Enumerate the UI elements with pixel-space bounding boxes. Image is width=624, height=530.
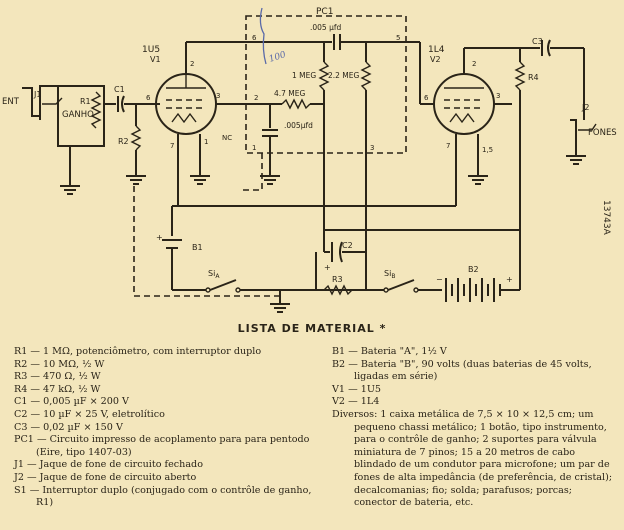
switch-s1a	[209, 279, 237, 291]
c005-top-label: .005 µfd	[310, 23, 341, 32]
capacitor-c2-plate-b	[339, 241, 343, 263]
ganho-label: GANHO	[62, 110, 94, 120]
pin-label: 3	[216, 92, 220, 100]
list-item: R3 — 470 Ω, ½ W	[14, 371, 101, 383]
list-item: C3 — 0,02 µF × 150 V	[14, 421, 123, 433]
c2-plus-sign: +	[324, 263, 331, 272]
jack-j2	[570, 119, 597, 156]
s1b-label: SiB	[384, 269, 395, 280]
list-item: R1 — 1 MΩ, potenciômetro, com interrupto…	[14, 346, 262, 357]
s1a-label: SiA	[208, 269, 220, 280]
pin-label: 6	[424, 94, 429, 102]
list-item: C1 — 0,005 µF × 200 V	[14, 396, 129, 408]
pin-label: 6	[146, 94, 151, 102]
r3-label: R3	[332, 275, 343, 284]
list-item: J1 — Jaque de fone de circuito fechado	[14, 459, 203, 471]
resistor-2-2meg	[360, 61, 372, 91]
pot-r1-resistor	[90, 91, 102, 129]
tube-v1-ref: V1	[150, 55, 161, 64]
ent-label: ENT	[2, 97, 20, 107]
ground-symbol	[566, 155, 586, 165]
handwritten-100: 100	[268, 50, 288, 65]
pin-label: 5	[396, 34, 400, 42]
tube-v2-ref: V2	[430, 55, 441, 64]
b1-plus-sign: +	[156, 233, 163, 242]
battery-b2	[445, 278, 501, 302]
material-list-right: B1 — Bateria "A", 1½ V B2 — Bateria "B",…	[332, 346, 616, 510]
capacitor-c3-plate-b	[547, 39, 551, 57]
pc1-label: PC1	[316, 7, 333, 17]
fones-label: FONES	[588, 128, 617, 138]
list-item: C2 — 10 µF × 25 V, eletrolítico	[14, 408, 165, 420]
b2-plus-sign: +	[506, 275, 513, 284]
list-item: Diversos: 1 caixa metálica de 7,5 × 10 ×…	[332, 408, 613, 509]
tube-v2-type: 1L4	[428, 45, 445, 55]
switch-s1b	[387, 279, 415, 291]
resistor-r3	[323, 284, 353, 296]
ground-symbol	[270, 303, 290, 313]
nc-label: NC	[222, 134, 232, 142]
b2-minus-sign: −	[436, 275, 443, 284]
list-item: V2 — 1L4	[332, 396, 380, 408]
b2-label: B2	[468, 265, 479, 274]
c3-label: C3	[532, 37, 543, 46]
ground-symbol	[126, 175, 146, 185]
c005-mid-label: .005µfd	[284, 121, 313, 130]
jack-j1	[22, 85, 63, 120]
pin-label: 3	[370, 144, 374, 152]
resistor-1meg	[318, 61, 330, 91]
list-item: PC1 — Circuito impresso de acoplamento p…	[14, 434, 310, 458]
res-1meg-label: 1 MEG	[292, 71, 316, 80]
pin-label: 3	[496, 92, 500, 100]
list-item: J2 — Jaque de fone de circuito aberto	[14, 471, 197, 483]
pin-label: 6	[252, 34, 257, 42]
capacitor-c1-plate-b	[121, 95, 125, 113]
pin-label: 1	[204, 138, 208, 146]
resistor-4-7meg	[281, 98, 311, 110]
pin-label: 7	[170, 142, 174, 150]
res-2-2meg-label: 2.2 MEG	[328, 71, 360, 80]
material-list-title: LISTA DE MATERIAL *	[237, 322, 387, 335]
list-item: R4 — 47 kΩ, ½ W	[14, 383, 101, 395]
j2-label: J2	[581, 103, 589, 112]
list-item: B1 — Bateria "A", 1½ V	[332, 346, 447, 357]
res-4-7meg-label: 4.7 MEG	[274, 89, 306, 98]
shield-path	[133, 186, 281, 304]
ground-symbol	[190, 175, 210, 185]
tube-v1	[155, 73, 217, 135]
r2-label: R2	[118, 137, 129, 146]
c2-label: C2	[342, 241, 353, 250]
pc1-module-outline	[245, 15, 407, 154]
pin-label: 2	[472, 60, 476, 68]
material-list-left: R1 — 1 MΩ, potenciômetro, com interrupto…	[14, 346, 312, 510]
list-item: S1 — Interruptor duplo (conjugado com o …	[14, 484, 312, 509]
ground-symbol	[468, 175, 488, 185]
tube-v2	[433, 73, 495, 135]
tube-v1-type: 1U5	[142, 45, 160, 55]
j1-label: J1	[33, 90, 41, 99]
pin-label: 2	[254, 94, 258, 102]
r1-label: R1	[80, 97, 91, 106]
circuit-schematic: PC1 ENT J1 R1 GANHO C1 6 R2 1U5 V1	[2, 7, 617, 313]
list-item: V1 — 1U5	[332, 383, 382, 395]
shield-path	[240, 153, 263, 191]
pin-label: 1	[252, 144, 256, 152]
c1-label: C1	[114, 85, 125, 94]
pin-label: 2	[190, 60, 194, 68]
pin-label: 7	[446, 142, 450, 150]
resistor-r2	[130, 125, 142, 151]
ground-symbol	[260, 175, 280, 185]
resistor-r4	[514, 61, 526, 91]
stamp-number: 13743A	[601, 200, 611, 236]
list-item: R2 — 10 MΩ, ½ W	[14, 358, 105, 370]
r4-label: R4	[528, 73, 539, 82]
list-item: B2 — Bateria "B", 90 volts (duas bateria…	[332, 358, 592, 383]
b1-label: B1	[192, 243, 203, 252]
handwritten-mark	[259, 7, 267, 65]
ground-symbol	[60, 185, 80, 195]
pot-r1-body	[57, 85, 105, 147]
pin-15-label: 1,5	[482, 146, 493, 154]
